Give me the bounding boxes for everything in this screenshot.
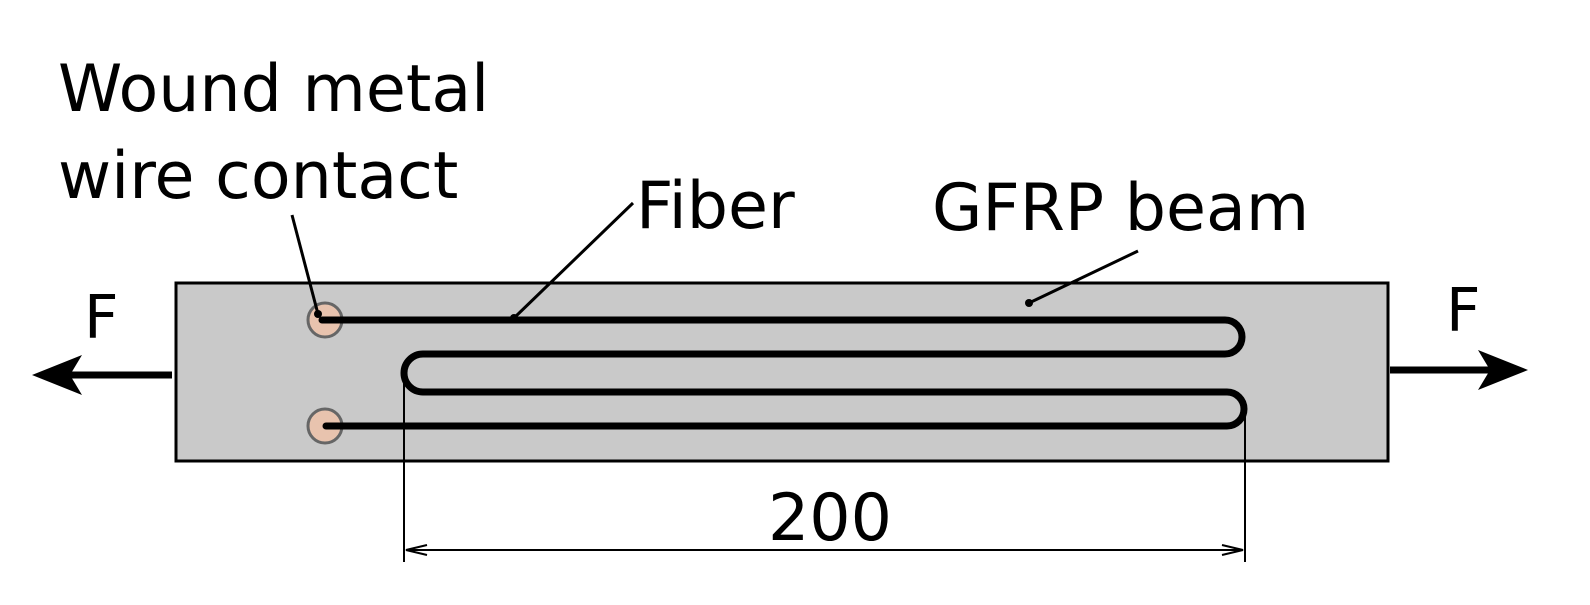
beam-label: GFRP beam	[932, 171, 1309, 246]
force-label-left: F	[84, 283, 119, 353]
fiber-leader-dot	[510, 314, 518, 322]
force-label-right: F	[1446, 276, 1481, 346]
contact-leader-dot	[314, 310, 322, 318]
contact-label-line1: Wound metal	[58, 52, 489, 127]
dimension-label: 200	[768, 481, 892, 556]
beam-leader-line	[1028, 249, 1139, 305]
fiber-label: Fiber	[636, 169, 795, 244]
contact-leader-line	[290, 214, 320, 315]
force-arrow-right-head	[1478, 350, 1528, 390]
fiber-leader-line	[512, 201, 635, 320]
force-arrow-left-head	[32, 355, 82, 395]
contact-label-line2: wire contact	[58, 139, 458, 214]
beam-leader-dot	[1025, 299, 1033, 307]
fiber-path	[318, 316, 1248, 430]
gfrp-beam	[174, 281, 1390, 463]
